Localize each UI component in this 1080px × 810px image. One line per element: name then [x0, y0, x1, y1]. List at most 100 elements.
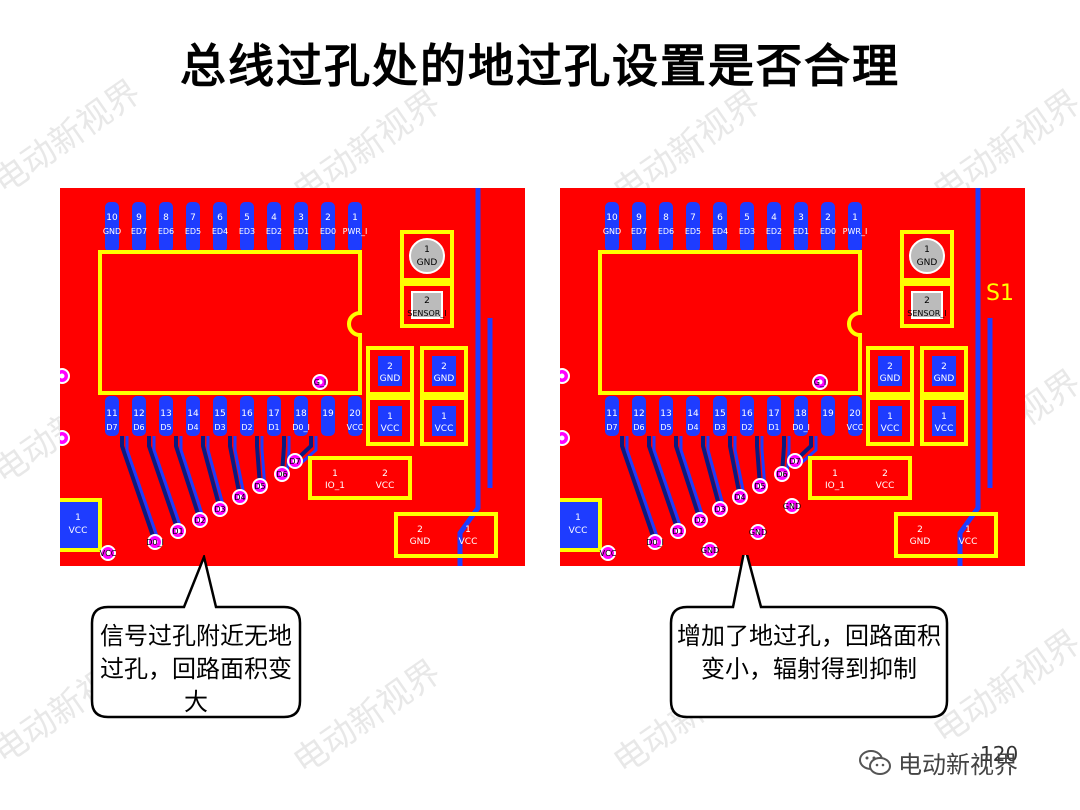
pad-copper [932, 406, 956, 436]
pin-number: 13 [660, 409, 671, 419]
resistor-outline [308, 456, 412, 500]
pin-net: ED2 [266, 227, 282, 236]
bus-trace [280, 436, 286, 475]
pin-number: 18 [795, 409, 807, 419]
via-hole [279, 471, 285, 477]
ic-pin [267, 396, 281, 436]
bus-trace [652, 436, 685, 535]
sensor-pad-copper [911, 291, 943, 319]
pad-net: IO_1 [325, 481, 345, 491]
pin-net: GND [103, 227, 121, 236]
ic-pin [686, 396, 700, 436]
pin-number: 16 [741, 409, 753, 419]
via-hole [817, 379, 823, 385]
via-hole [717, 506, 723, 512]
pin-net: ED0 [320, 227, 336, 236]
pin-number: 12 [133, 409, 144, 419]
via-hole [789, 503, 795, 509]
ic-pin [767, 202, 781, 252]
callout-left: 信号过孔附近无地过孔，回路面积变大 [86, 555, 308, 725]
ic-pin [794, 396, 808, 436]
pin-number: 14 [187, 409, 199, 419]
pin-net: ED1 [793, 227, 809, 236]
via-hole [317, 379, 323, 385]
pad-copper [932, 356, 956, 386]
via-hole [737, 494, 743, 500]
pin-number: 19 [822, 409, 834, 419]
pin-net: ED3 [239, 227, 255, 236]
pad-number: 2 [441, 362, 447, 372]
bus-trace [733, 436, 747, 501]
pad-number: 2 [417, 525, 423, 535]
pin-number: 17 [268, 409, 279, 419]
ic-pin [605, 396, 619, 436]
bus-trace [260, 436, 267, 490]
pin-net: D5 [160, 423, 171, 432]
pin-net: VCC [347, 423, 364, 432]
bus-trace [228, 436, 242, 498]
bus-trace [255, 436, 262, 487]
pad-copper [378, 406, 402, 436]
pad-number: 2 [382, 469, 388, 479]
bus-trace [147, 436, 180, 532]
trace [957, 188, 981, 566]
pin-number: 3 [798, 213, 804, 223]
pad-net: GND [917, 258, 938, 268]
bus-trace [179, 436, 207, 524]
pin-net: D3 [214, 423, 225, 432]
ic-pin [213, 396, 227, 436]
ic-pin [294, 396, 308, 436]
pin-net: ED4 [712, 227, 728, 236]
via-hole [560, 435, 565, 441]
brand-logo: 电动新视界 [858, 745, 1018, 780]
pin-number: 19 [322, 409, 334, 419]
pin-net: ED7 [131, 227, 147, 236]
via-hole [560, 373, 565, 379]
ic-pin [240, 396, 254, 436]
bus-trace [152, 436, 185, 535]
ic-pin [713, 396, 727, 436]
via-label: D6 [776, 470, 787, 479]
pin-net: D0_I [292, 423, 310, 432]
pin-number: 8 [163, 213, 169, 223]
pcb-drawing: 10GND9ED78ED67ED56ED45ED34ED23ED12ED01PW… [560, 188, 1014, 566]
pad-number: 1 [465, 525, 471, 535]
via-label: D5 [254, 482, 265, 491]
bus-trace [780, 436, 786, 475]
via-hole [105, 550, 111, 556]
pad-net: VCC [569, 526, 588, 536]
ic-pin [686, 202, 700, 252]
pin-net: PWR_I [343, 227, 368, 236]
pin-net: D7 [606, 423, 617, 432]
ic-pin [240, 202, 254, 252]
pin-number: 5 [744, 213, 750, 223]
bus-trace [285, 436, 291, 478]
ic-outline [598, 250, 862, 395]
pin-net: D2 [241, 423, 252, 432]
pin-net: ED6 [658, 227, 674, 236]
pad-net: VCC [435, 424, 454, 434]
gnd-pad-copper [409, 238, 445, 274]
via-hole [60, 435, 65, 441]
via-label: D4 [734, 493, 745, 502]
pad-number: 1 [832, 469, 838, 479]
pad-number: 1 [424, 245, 430, 255]
pin-number: 20 [849, 409, 861, 419]
pin-net: ED3 [739, 227, 755, 236]
bus-trace [674, 436, 702, 521]
callout-text: 信号过孔附近无地过孔，回路面积变大 [100, 622, 292, 716]
pad-copper [432, 356, 456, 386]
bus-trace [120, 436, 157, 543]
pcb-drawing: 10GND9ED78ED67ED56ED45ED34ED23ED12ED01PW… [60, 188, 498, 566]
resistor-outline [894, 512, 998, 558]
pad-net: VCC [881, 424, 900, 434]
pin-number: 3 [298, 213, 304, 223]
bus-trace [299, 436, 318, 466]
pad-number: 1 [332, 469, 338, 479]
callout-bubble [90, 555, 302, 719]
pad-net: VCC [959, 537, 978, 547]
pin-number: 15 [714, 409, 725, 419]
pad-net: VCC [935, 424, 954, 434]
ic-pin [159, 202, 173, 252]
bus-trace [760, 436, 767, 490]
